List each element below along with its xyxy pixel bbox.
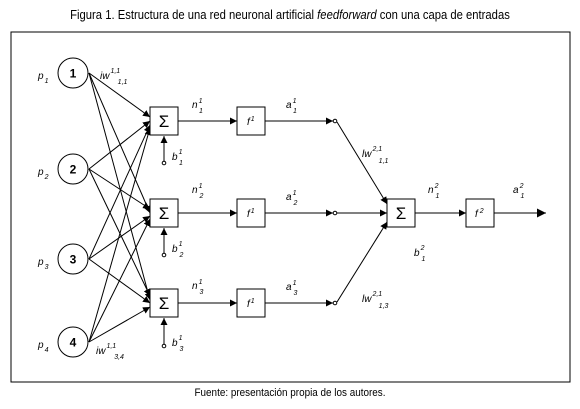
input-node-3-label: 3 (70, 253, 77, 267)
input-node-4: 4 (57, 326, 89, 358)
transfer-label-3: f1 (247, 298, 255, 310)
bias-node-1 (161, 160, 167, 166)
edge-a1-out (336, 121, 388, 205)
bias-node-3 (161, 343, 167, 349)
input-node-2-label: 2 (70, 163, 77, 177)
output-sum-box (386, 198, 416, 228)
edge-in4-sum2 (88, 218, 151, 343)
edge-a3-out (336, 221, 388, 303)
input-label-p1: p1 (37, 71, 49, 85)
input-node-3: 3 (57, 243, 89, 275)
output-node-2 (332, 210, 338, 216)
input-node-1: 1 (57, 57, 89, 89)
figure-source: Fuente: presentación propia de los autor… (194, 387, 386, 399)
transfer-box-1 (236, 106, 266, 136)
edge-in2-sum3 (88, 168, 151, 297)
edge-in1-sum3 (88, 72, 152, 301)
input-node-4-label: 4 (70, 336, 77, 350)
edge-in1-sum2 (88, 72, 151, 214)
input-label-p2: p2 (37, 167, 49, 181)
layer-connections (336, 121, 388, 303)
edge-in2-sum1 (88, 120, 151, 170)
output-node-1 (332, 118, 338, 124)
sum-symbol-1: Σ (159, 112, 170, 131)
edge-in3-sum1 (88, 124, 151, 260)
input-label-p4: p4 (37, 340, 49, 354)
bias-node-2 (161, 252, 167, 258)
edge-in2-sum2 (88, 168, 151, 210)
figure-title: Figura 1. Estructura de una red neuronal… (29, 8, 551, 22)
sum-box-3 (149, 288, 179, 318)
transfer-box-2 (236, 198, 266, 228)
input-connections (88, 72, 152, 343)
figure-title-end: con una capa de entradas (376, 8, 510, 22)
transfer-label-1: f1 (247, 116, 255, 128)
figure-title-main: Figura 1. Estructura de una red neuronal… (70, 8, 318, 22)
output-sum-symbol: Σ (396, 204, 407, 223)
sum-box-2 (149, 198, 179, 228)
transfer-label-2: f1 (247, 208, 255, 220)
input-node-1-label: 1 (70, 67, 77, 81)
input-label-p3: p3 (37, 257, 49, 271)
edge-in4-sum3 (88, 306, 151, 343)
edge-in1-sum1 (88, 72, 151, 118)
figure-title-italic: feedforward (317, 8, 377, 22)
sum-box-1 (149, 106, 179, 136)
output-node-3 (332, 300, 338, 306)
sum-symbol-3: Σ (159, 294, 170, 313)
sum-symbol-2: Σ (159, 204, 170, 223)
edge-in4-sum1 (88, 127, 152, 343)
edge-in3-sum2 (88, 215, 151, 260)
input-node-2: 2 (57, 153, 89, 185)
diagram-frame (10, 31, 571, 383)
